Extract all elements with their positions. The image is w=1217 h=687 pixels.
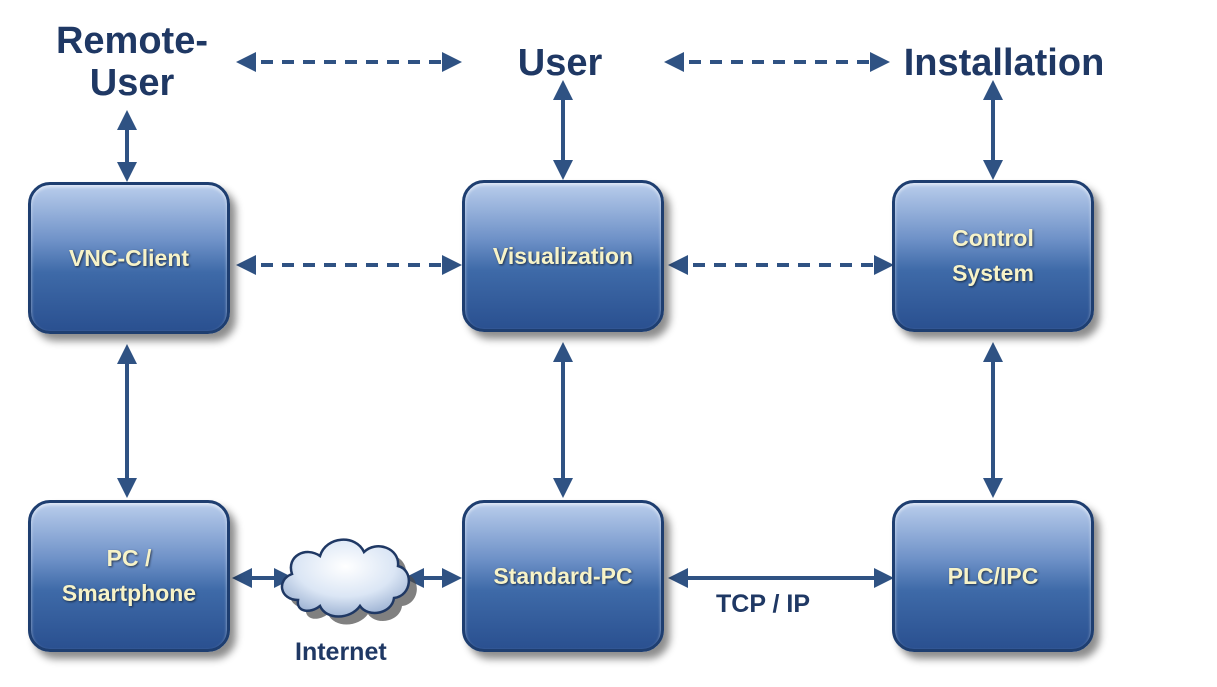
box-label: Visualization bbox=[492, 242, 634, 269]
box-label: Control System bbox=[952, 225, 1034, 286]
box-vnc-client: VNC-Client bbox=[28, 182, 230, 334]
tcp-ip-label: TCP / IP bbox=[716, 590, 811, 618]
box-visualization: Visualization bbox=[462, 180, 664, 332]
actor-user: User bbox=[517, 42, 603, 84]
box-pc-smartphone: PC / Smartphone bbox=[28, 500, 230, 652]
box-standard-pc: Standard-PC bbox=[462, 500, 664, 652]
box-label: VNC-Client bbox=[68, 244, 190, 271]
box-label: PLC/IPC bbox=[947, 562, 1039, 589]
box-control-system: Control System bbox=[892, 180, 1094, 332]
box-plc-ipc: PLC/IPC bbox=[892, 500, 1094, 652]
internet-label: Internet bbox=[295, 638, 387, 666]
actor-remote-user: Remote- User bbox=[55, 20, 209, 104]
cloud-icon bbox=[280, 538, 417, 625]
box-label: Standard-PC bbox=[493, 562, 633, 589]
actor-installation: Installation bbox=[903, 42, 1105, 84]
box-label: PC / Smartphone bbox=[61, 545, 197, 606]
